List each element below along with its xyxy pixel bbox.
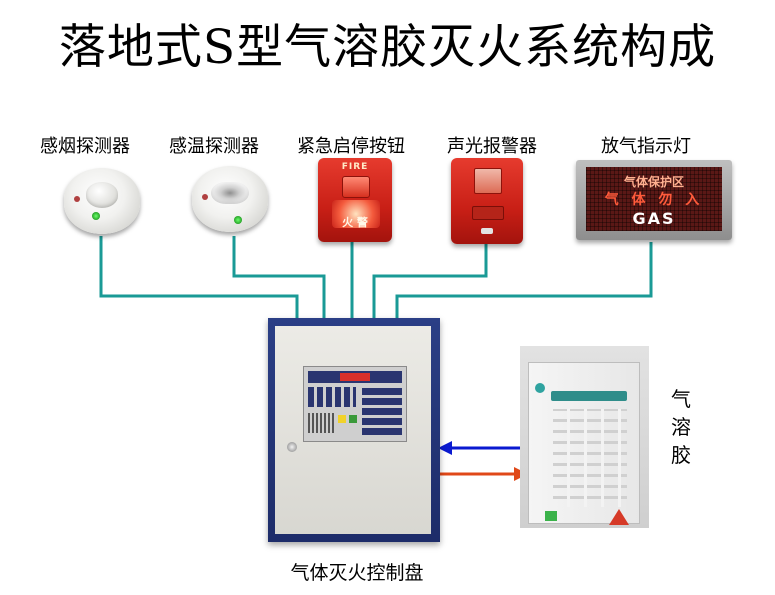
arrow-feedback — [438, 441, 520, 455]
label-heat-detector: 感温探测器 — [169, 136, 259, 157]
control-panel-label: 气体灭火控制盘 — [290, 562, 424, 584]
wire-gas-release-light — [395, 242, 653, 320]
gas-release-light-icon: 气体保护区 气 体 勿 入 GAS — [576, 160, 732, 240]
control-panel-display — [303, 366, 407, 442]
smoke-detector-icon — [64, 168, 140, 234]
control-panel-icon — [268, 318, 440, 542]
emergency-button-icon: FIRE 火 警 — [318, 158, 392, 242]
gas-sign-line3: GAS — [632, 209, 676, 228]
aerosol-cabinet-icon — [520, 346, 649, 528]
heat-detector-icon — [192, 166, 268, 232]
wire-sound-light-alarm — [372, 244, 488, 320]
gas-sign-line2: 气 体 勿 入 — [604, 192, 704, 208]
aerosol-label-char: 胶 — [671, 443, 691, 467]
label-emergency-button: 紧急启停按钮 — [297, 136, 405, 157]
aerosol-label: 气溶胶 — [668, 385, 694, 469]
warning-triangle-icon — [609, 509, 629, 525]
lock-icon — [287, 442, 297, 452]
label-smoke-detector: 感烟探测器 — [40, 136, 130, 157]
aerosol-label-char: 气 — [671, 387, 691, 411]
label-sound-light-alarm: 声光报警器 — [447, 136, 537, 157]
label-gas-release-light: 放气指示灯 — [601, 136, 691, 157]
wire-heat-detector — [232, 236, 326, 320]
diagram-title: 落地式S型气溶胶灭火系统构成 — [58, 20, 717, 75]
fire-top-text: FIRE — [341, 162, 369, 172]
wire-smoke-detector — [99, 236, 299, 320]
aerosol-label-text: 气溶胶 — [668, 385, 694, 469]
fire-face-text: 火 警 — [342, 216, 368, 229]
gas-sign-line1: 气体保护区 — [623, 175, 684, 189]
sound-light-alarm-icon — [451, 158, 523, 244]
aerosol-label-char: 溶 — [671, 415, 691, 439]
arrow-start-signal — [438, 467, 528, 481]
